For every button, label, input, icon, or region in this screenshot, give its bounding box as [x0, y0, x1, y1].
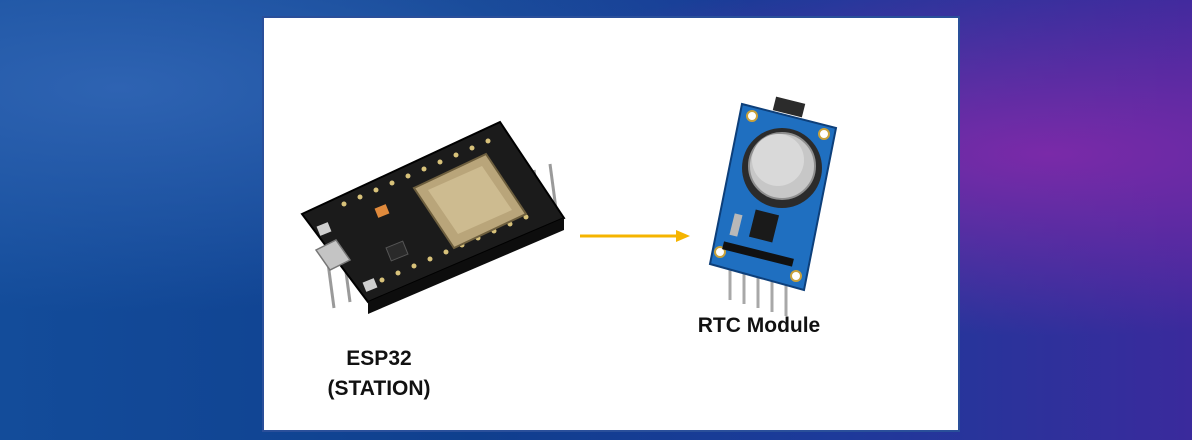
esp32-board-icon [302, 122, 564, 314]
diagram-panel: ESP32 (STATION) RTC Module [262, 16, 960, 432]
esp32-label-line2: (STATION) [304, 374, 454, 404]
arrow-right-icon [580, 230, 690, 242]
rtc-label: RTC Module [674, 314, 844, 338]
esp32-label-line1: ESP32 [304, 344, 454, 374]
rtc-module-icon [710, 97, 836, 316]
esp32-label: ESP32 (STATION) [304, 344, 454, 404]
